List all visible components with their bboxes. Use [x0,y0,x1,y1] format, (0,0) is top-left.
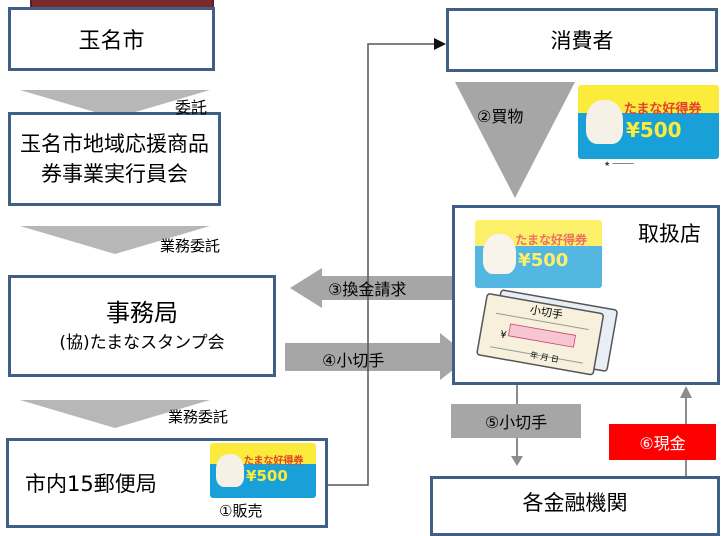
consumer-label: 消費者 [550,29,614,53]
sales-flow-line [328,43,436,486]
business-commission-label-2: 業務委託 [168,408,229,426]
check-label-4: ④小切手 [322,351,385,370]
exchange-request-arrow [290,268,468,308]
check-label-5-box: ⑤小切手 [451,404,581,438]
commission-arrow [20,90,210,118]
secretariat-label-line2: (協)たまなスタンプ会 [59,333,225,353]
committee-box: 玉名市地域応援商品 券事業実行員会 [8,112,221,206]
purchase-arrow [455,82,575,198]
gift-ticket-store: たまな好得券 ¥500 [475,220,602,288]
committee-label-line2: 券事業実行員会 [41,162,188,186]
post-office-label: 市内15郵便局 [25,472,157,496]
ticket-title-store: たまな好得券 [515,232,588,247]
sales-label: ①販売 [219,502,263,520]
tamana-city-box: 玉名市 [8,7,215,71]
ticket-title-postoffice: たまな好得券 [243,455,304,467]
store-to-bank-arrowhead [511,456,523,466]
diagram-arrows [20,38,692,486]
gift-ticket-consumer: たまな好得券 ¥500 [578,85,719,159]
exchange-request-label: ③換金請求 [328,280,407,299]
cash-label: ⑥現金 [639,434,686,453]
expiry-note: ★ ───── [604,160,634,168]
bank-to-store-arrowhead [680,386,692,398]
check-label-5: ⑤小切手 [484,413,548,432]
business-commission-label-1: 業務委託 [160,237,221,255]
consumer-box: 消費者 [446,8,718,72]
cash-label-box: ⑥現金 [609,424,716,460]
check-arrow-to-store [285,333,470,380]
secretariat-box: 事務局 (協)たまなスタンプ会 [8,275,276,377]
business-commission-arrow-2 [20,400,210,428]
gift-ticket-postoffice: たまな好得券 ¥500 [210,443,316,498]
ticket-title: たまな好得券 [623,102,702,118]
ticket-price: ¥500 [625,117,682,142]
store-label: 取扱店 [638,222,701,246]
bank-label: 各金融機関 [522,491,628,515]
commission-label: 委託 [175,98,208,117]
purchase-label: ②買物 [477,107,524,126]
ticket-price-store: ¥500 [518,249,569,271]
ticket-price-postoffice: ¥500 [246,467,288,486]
secretariat-label-line1: 事務局 [106,299,178,327]
business-commission-arrow-1 [20,226,210,254]
check-illustration [476,289,618,376]
sales-flow-arrowhead [434,38,446,50]
tamana-city-label: 玉名市 [78,29,145,54]
committee-label-line1: 玉名市地域応援商品 [20,132,209,156]
